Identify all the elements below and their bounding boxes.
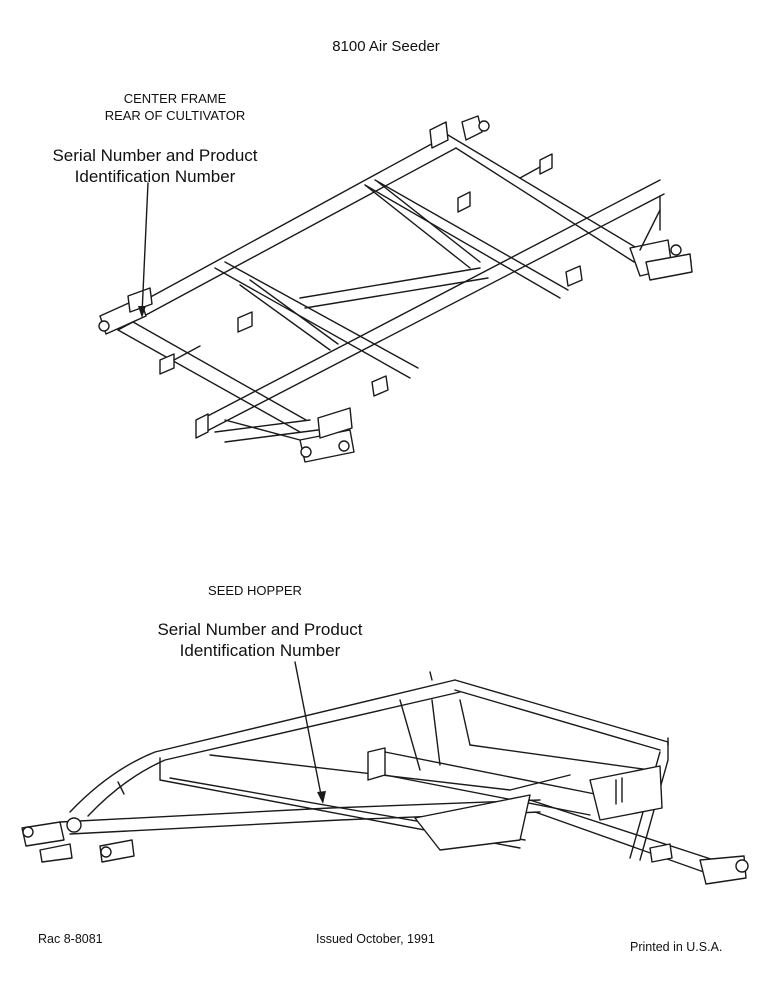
callout-line-1: Serial Number and Product <box>157 620 363 639</box>
callout-line-2: Identification Number <box>74 167 236 186</box>
callout-line-1: Serial Number and Product <box>52 146 258 165</box>
center-frame-callout-arrow <box>141 182 149 315</box>
arrow-head-icon <box>317 791 326 804</box>
print-location: Printed in U.S.A. <box>630 940 723 954</box>
document-title: 8100 Air Seeder <box>332 38 440 55</box>
callout-line-2: Identification Number <box>179 641 341 660</box>
arrow-head-icon <box>138 306 146 318</box>
document-number: Rac 8-8081 <box>38 932 103 946</box>
issue-date: Issued October, 1991 <box>316 932 435 946</box>
seed-hopper-callout: Serial Number and Product Identification… <box>135 619 385 661</box>
seed-hopper-drawing <box>21 671 749 885</box>
seed-hopper-caption: SEED HOPPER <box>208 583 302 598</box>
center-frame-callout: Serial Number and Product Identification… <box>30 145 280 187</box>
center-frame-caption: CENTER FRAME REAR OF CULTIVATOR <box>60 90 290 124</box>
seed-hopper-callout-arrow <box>294 661 323 801</box>
caption-line-1: CENTER FRAME <box>123 91 227 106</box>
caption-line-2: REAR OF CULTIVATOR <box>104 108 246 123</box>
center-frame-drawing <box>98 115 693 463</box>
